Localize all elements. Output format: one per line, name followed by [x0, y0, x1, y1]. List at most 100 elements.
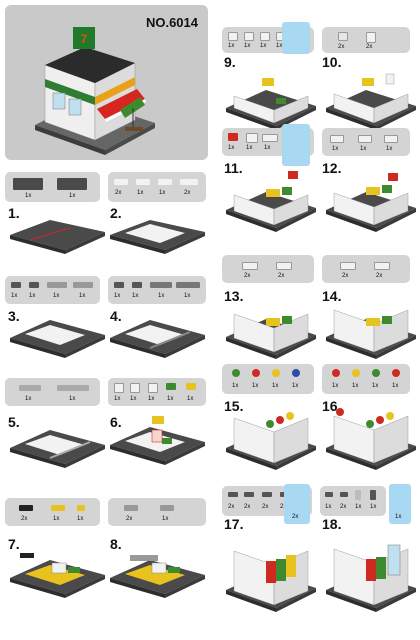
part-qty: 1x: [53, 293, 59, 299]
part-qty: 2x: [262, 504, 268, 510]
brick-part: [132, 282, 142, 288]
brick-part: [246, 133, 258, 143]
part-qty: 2x: [126, 516, 132, 522]
part-qty: 2x: [342, 273, 348, 279]
step-5-build-illustration: [10, 430, 105, 475]
part-qty: 1x: [158, 293, 164, 299]
step-17-number: 17.: [224, 516, 243, 532]
round-brick-part: [372, 369, 380, 377]
round-brick-part: [352, 369, 360, 377]
step-3-parts-panel: 1x 1x 1x 1x: [5, 276, 100, 304]
svg-text:7: 7: [81, 32, 88, 46]
round-brick-part: [252, 369, 260, 377]
round-brick-part: [272, 369, 280, 377]
step-14-parts-panel: 2x 2x: [322, 255, 410, 283]
step-6-build-illustration: [110, 412, 205, 472]
part-qty: 1x: [69, 396, 75, 402]
step-3-build-illustration: [10, 320, 105, 365]
tile-part: [384, 135, 398, 143]
step-9-subassembly-callout: [282, 22, 310, 54]
brick-part: [366, 32, 376, 43]
part-qty: 2x: [21, 516, 27, 522]
step-2-number: 2.: [110, 205, 122, 221]
part-qty: 1x: [228, 43, 234, 49]
part-qty: 1x: [252, 383, 258, 389]
tile-part: [262, 492, 272, 497]
brick-part: [19, 505, 33, 511]
part-qty: 1x: [148, 396, 154, 402]
part-qty: 1x: [79, 293, 85, 299]
step-18-parts-panel: 1x 2x 1x 1x: [320, 486, 386, 516]
part-qty: 2x: [244, 273, 250, 279]
brick-part: [355, 490, 361, 500]
tile-part: [340, 492, 348, 497]
brick-part: [260, 32, 270, 41]
step-18-number: 18.: [322, 516, 341, 532]
part-qty: 1x: [325, 504, 331, 510]
part-qty: 1x: [159, 190, 165, 196]
tile-part: [114, 179, 128, 185]
part-qty: 1x: [130, 396, 136, 402]
tile-part: [374, 262, 390, 270]
part-qty: 1x: [260, 43, 266, 49]
brick-part: [338, 32, 348, 41]
part-qty: 1x: [332, 383, 338, 389]
tile-part: [276, 262, 292, 270]
part-qty: 1x: [292, 383, 298, 389]
tile-part: [150, 282, 172, 288]
brick-part: [370, 490, 376, 500]
part-qty: 1x: [392, 383, 398, 389]
step-2-build-illustration: [110, 220, 205, 260]
round-brick-part: [392, 369, 400, 377]
part-qty: 1x: [187, 396, 193, 402]
step-1-build-illustration: [10, 220, 105, 260]
step-5-parts-panel: 1x 1x: [5, 378, 100, 406]
tile-part: [158, 179, 172, 185]
part-qty: 2x: [115, 190, 121, 196]
brick-part: [228, 133, 238, 141]
part-qty: 2x: [228, 504, 234, 510]
tile-part: [244, 492, 254, 497]
part-qty: 2x: [376, 273, 382, 279]
step-14-build-illustration: [326, 292, 416, 362]
step-16-parts-panel: 1x 1x 1x 1x: [322, 364, 410, 394]
brick-part: [11, 282, 21, 288]
tile-part: [73, 282, 93, 288]
part-qty: 1x: [25, 396, 31, 402]
part-qty: 1x: [352, 383, 358, 389]
brick-part: [130, 383, 140, 393]
tile-part: [176, 282, 200, 288]
brick-part: [186, 383, 196, 390]
step-13-build-illustration: [226, 292, 316, 362]
part-qty: 1x: [355, 504, 361, 510]
part-qty: 1x: [184, 293, 190, 299]
part-qty: 1x: [332, 146, 338, 152]
plate-part: [13, 178, 43, 190]
tile-part: [228, 492, 238, 497]
part-qty: 1x: [11, 293, 17, 299]
part-qty: 1x: [53, 516, 59, 522]
step-6-parts-panel: 1x 1x 1x 1x 1x: [108, 378, 206, 406]
step-13-parts-panel: 2x 2x: [222, 255, 314, 283]
brick-part: [166, 383, 176, 390]
step-4-parts-panel: 1x 1x 1x 1x: [108, 276, 206, 304]
step-1-parts-panel: 1x 1x: [5, 172, 100, 202]
step-2-parts-panel: 2x 1x 1x 2x: [108, 172, 206, 202]
tile-part: [57, 385, 89, 391]
round-brick-part: [232, 369, 240, 377]
step-17-subassembly-callout: 2x: [284, 484, 310, 524]
part-qty: 1x: [386, 146, 392, 152]
part-qty: 1x: [272, 383, 278, 389]
part-qty: 1x: [29, 293, 35, 299]
part-qty: 1x: [77, 516, 83, 522]
tile-part: [77, 505, 85, 511]
part-qty: 2x: [278, 273, 284, 279]
tile-part: [340, 262, 356, 270]
part-qty: 1x: [228, 145, 234, 151]
part-qty: 2x: [340, 504, 346, 510]
tile-part: [19, 385, 41, 391]
callout-qty: 2x: [292, 514, 298, 520]
brick-part: [114, 383, 124, 393]
tile-part: [358, 135, 372, 143]
